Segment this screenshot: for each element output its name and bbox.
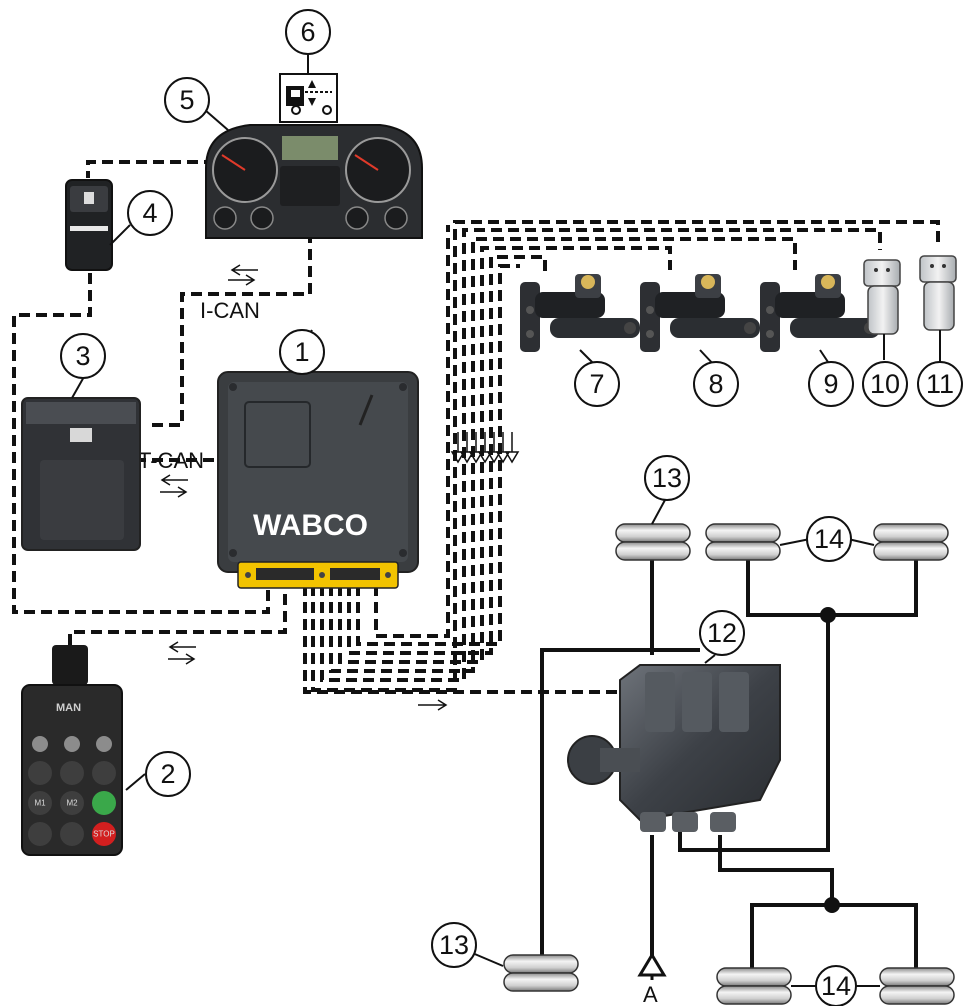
callout-7: 7	[575, 362, 619, 406]
valve-signal-arrow	[418, 700, 446, 710]
callout-6: 6	[286, 10, 330, 54]
svg-text:6: 6	[300, 17, 315, 47]
junction-lower	[824, 897, 840, 913]
ecu-brand-label: WABCO	[253, 509, 368, 542]
callout-14-bottom: 14	[816, 966, 856, 1006]
callout-4: 4	[128, 191, 172, 235]
svg-text:13: 13	[652, 463, 682, 493]
i-can-label: I-CAN	[200, 298, 260, 323]
remote-key-stop: STOP	[93, 830, 115, 839]
ground-symbols	[452, 432, 518, 462]
callout-12: 12	[700, 611, 744, 655]
manual-switch	[66, 180, 112, 270]
svg-text:12: 12	[707, 618, 737, 648]
instrument-cluster	[206, 125, 422, 238]
callout-11: 11	[918, 362, 962, 406]
svg-text:3: 3	[75, 341, 90, 371]
svg-text:7: 7	[589, 369, 604, 399]
supply-port	[640, 955, 664, 980]
callout-8: 8	[694, 362, 738, 406]
remote-brand-label: MAN	[56, 702, 81, 714]
svg-text:1: 1	[294, 337, 309, 367]
junction-upper	[820, 607, 836, 623]
callout-leaders	[72, 54, 940, 986]
svg-text:13: 13	[439, 930, 469, 960]
t-can-label: T-CAN	[138, 448, 204, 473]
callout-3: 3	[61, 334, 105, 378]
callout-13-top: 13	[645, 456, 689, 500]
remote-arrows	[168, 642, 196, 664]
air-bellow-14-top-left	[706, 524, 780, 560]
pressure-sensor-10	[864, 260, 900, 334]
pressure-sensor-11	[920, 256, 956, 330]
callout-2: 2	[146, 752, 190, 796]
callout-14-top: 14	[807, 517, 851, 561]
svg-text:10: 10	[870, 369, 900, 399]
height-sensor-9	[760, 274, 880, 352]
air-bellow-14-bottom-left	[717, 968, 791, 1004]
supply-port-label: A	[643, 982, 658, 1006]
callout-13-bottom: 13	[432, 923, 476, 967]
svg-text:5: 5	[179, 85, 194, 115]
t-can-arrows	[160, 475, 188, 497]
height-sensor-8	[640, 274, 760, 352]
height-sensor-7	[520, 274, 640, 352]
svg-text:4: 4	[142, 198, 157, 228]
callout-9: 9	[809, 362, 853, 406]
svg-text:14: 14	[814, 524, 844, 554]
wire-cluster-to-switch	[88, 162, 215, 178]
remote-key-m2: M2	[66, 799, 78, 808]
callout-1: 1	[280, 330, 324, 374]
svg-text:11: 11	[926, 369, 954, 399]
air-bellow-13-bottom	[504, 955, 578, 991]
air-bellow-14-bottom-right	[880, 968, 954, 1004]
svg-text:14: 14	[821, 971, 851, 1001]
i-can-arrows	[228, 265, 258, 285]
vehicle-control-module	[22, 398, 140, 550]
ecu-unit	[218, 372, 418, 588]
svg-text:2: 2	[160, 759, 175, 789]
level-display-icon	[280, 74, 337, 122]
callout-10: 10	[863, 362, 907, 406]
svg-text:9: 9	[823, 369, 838, 399]
remote-key-m1: M1	[34, 799, 46, 808]
callout-5: 5	[165, 78, 209, 122]
air-bellow-13-top	[616, 524, 690, 560]
wire-remote-to-ecu	[70, 585, 285, 645]
remote-control	[22, 645, 122, 855]
svg-text:8: 8	[708, 369, 723, 399]
air-bellow-14-top-right	[874, 524, 948, 560]
